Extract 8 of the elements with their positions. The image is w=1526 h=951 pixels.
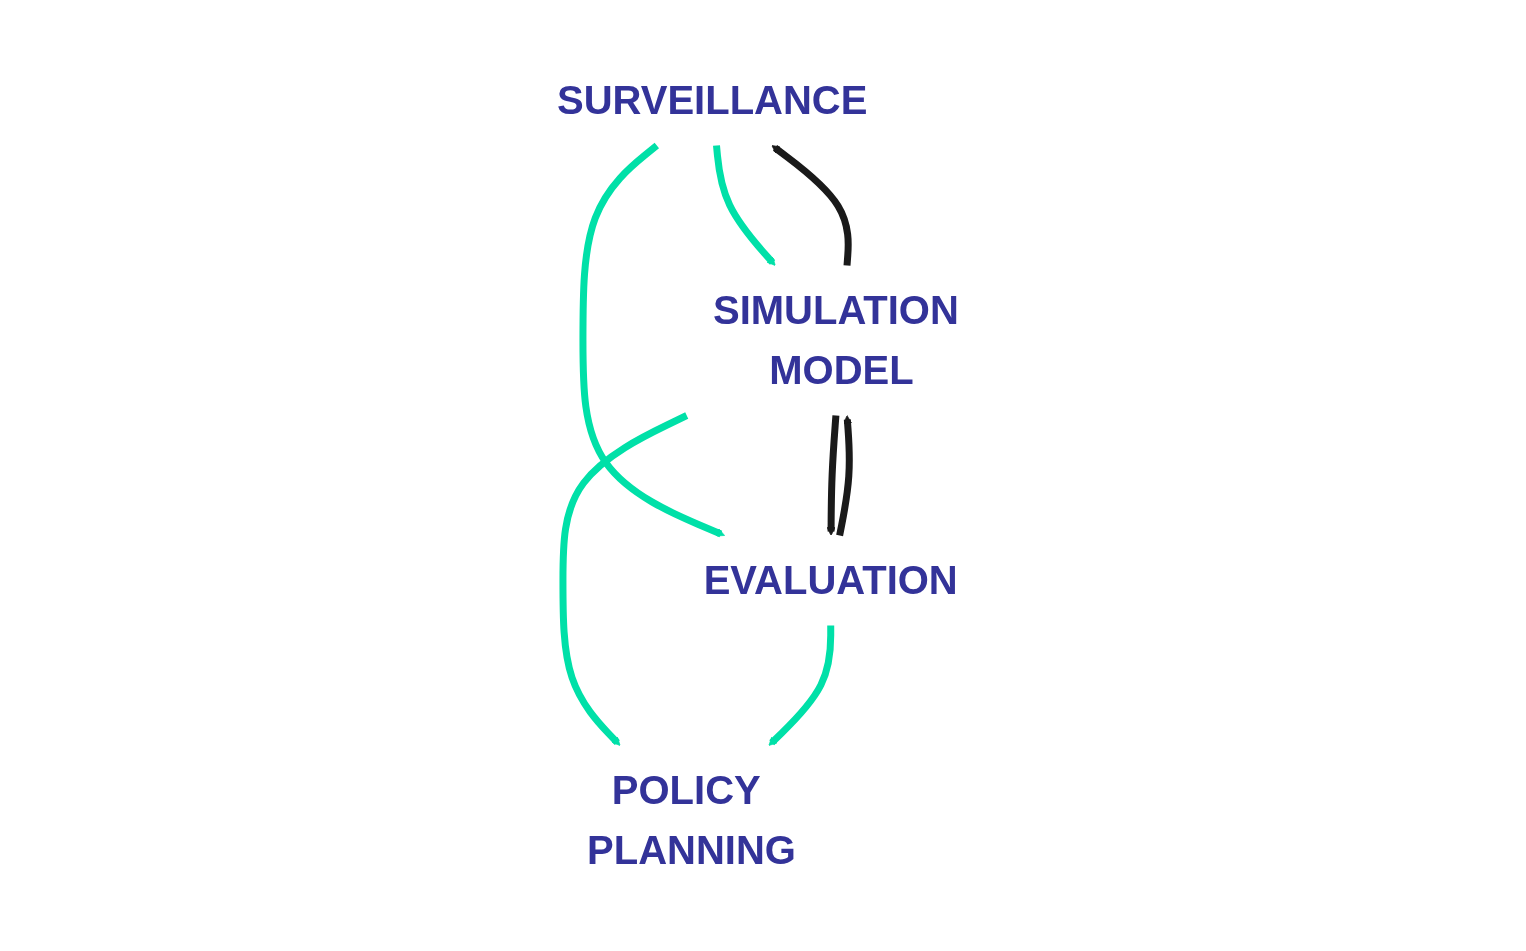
node-text: SURVEILLANCE [556, 78, 867, 123]
arrow [771, 145, 852, 266]
arrow [578, 142, 725, 538]
arrow [835, 415, 853, 537]
node-text: SIMULATION MODEL [712, 288, 959, 393]
node-text: EVALUATION [703, 558, 958, 603]
node-text: POLICY PLANNING [586, 768, 796, 873]
arrow [558, 412, 688, 746]
